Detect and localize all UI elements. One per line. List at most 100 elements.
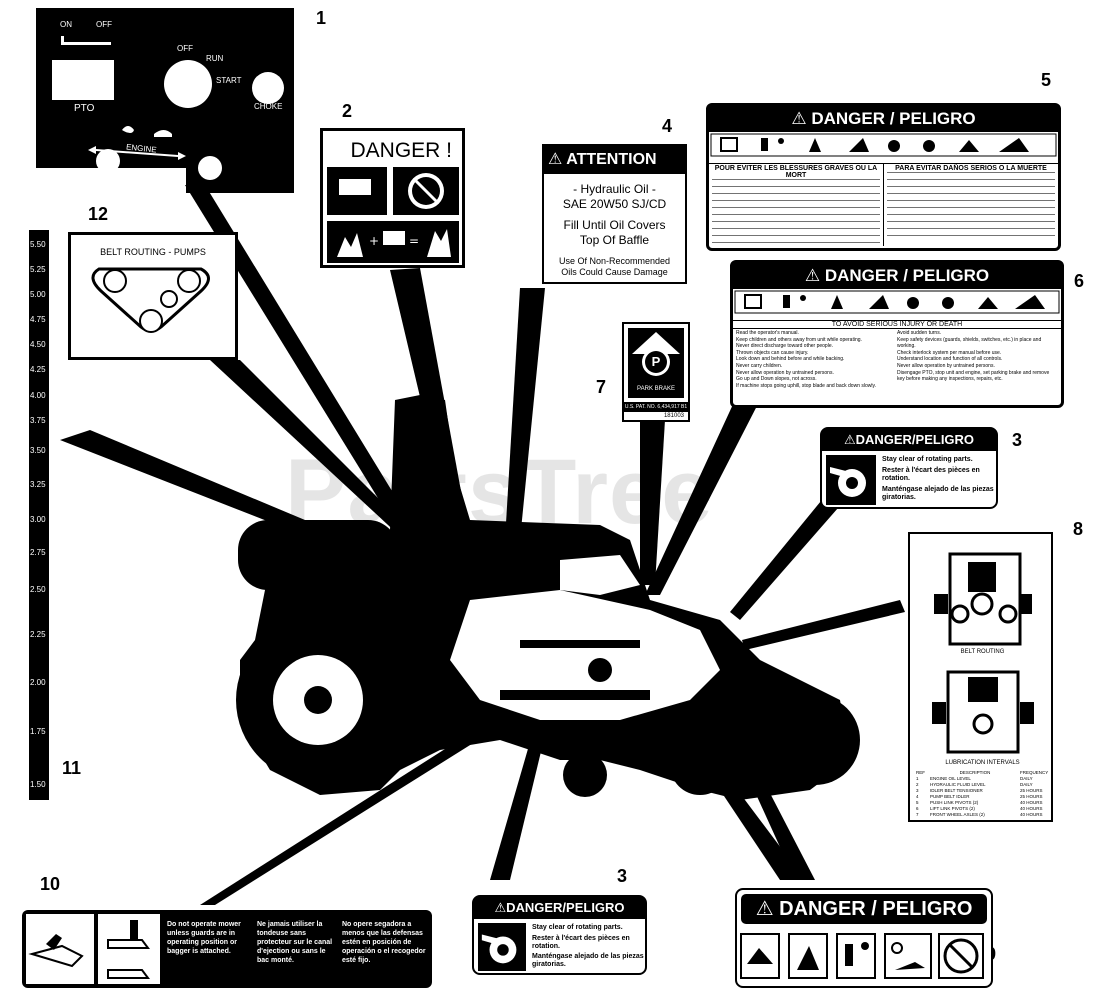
- park-brake-patent: U.S. PAT. NO. 6,434,917 B1: [624, 402, 688, 412]
- cell-desc: PUSH LINK PIVOTS (2): [930, 800, 979, 805]
- warning-triangle-icon: ⚠: [755, 898, 774, 920]
- ruler-mark: 3.50: [30, 446, 46, 455]
- col-freq: FREQUENCY: [1020, 770, 1049, 775]
- decal-danger-pictograms: ⚠ DANGER / PELIGRO: [735, 888, 993, 988]
- ruler-mark: 5.25: [30, 265, 46, 274]
- decal3-fr: Rester à l'écart des pièces en rotation.: [532, 935, 630, 950]
- callout-5: 5: [1041, 70, 1052, 90]
- decal4-line4: Top Of Baffle: [579, 233, 650, 247]
- belt-routing-diagram: [934, 552, 1032, 646]
- ruler-mark: 5.00: [30, 290, 46, 299]
- ruler-mark: 4.75: [30, 315, 46, 324]
- callout-8: 8: [1073, 519, 1084, 539]
- callout-11: 11: [62, 758, 82, 778]
- decal5-subheading-es: PARA EVITAR DAÑOS SERIOS O LA MUERTE: [895, 165, 1047, 172]
- decal6-item: Avoid sudden turns.: [897, 330, 942, 336]
- decal10-pictogram-1: [26, 914, 94, 984]
- cell-freq: 25 HOURS: [1020, 788, 1043, 793]
- decal-control-panel: ON OFF OFF RUN START CHOKE PTO ENGINE: [36, 8, 294, 193]
- callout-3-lower: 3: [617, 866, 628, 886]
- warning-triangle-icon: ⚠: [494, 900, 507, 915]
- decal6-item: Never direct discharge toward other peop…: [736, 343, 833, 350]
- decal-attention-hydraulic-oil: ⚠ ATTENTION - Hydraulic Oil - SAE 20W50 …: [542, 144, 687, 284]
- cell-freq: 40 HOURS: [1020, 800, 1043, 805]
- decal10-pictogram-2: [98, 914, 160, 984]
- decal10-text-en: Do not operate mower unless guards are i…: [167, 921, 241, 955]
- decal5-heading: DANGER / PELIGRO: [811, 109, 976, 128]
- rotating-parts-hazard-icon: [826, 455, 876, 505]
- decal6-item: Check interlock system per manual before…: [897, 349, 1002, 356]
- decal2-heading: DANGER !: [350, 139, 452, 162]
- decal9-heading: DANGER / PELIGRO: [779, 898, 973, 920]
- warning-triangle-icon: ⚠: [548, 151, 563, 168]
- cell-ref: 7: [916, 812, 919, 817]
- col-desc: DESCRIPTION: [959, 770, 991, 775]
- decal4-line2: SAE 20W50 SJ/CD: [562, 197, 667, 211]
- cell-ref: 4: [916, 794, 919, 799]
- decal6-pictograms: [734, 290, 1060, 314]
- decal6-item: Thrown objects can cause injury.: [736, 349, 809, 356]
- decal5-subheading-fr: POUR EVITER LES BLESSURES GRAVES OU LA M…: [714, 165, 878, 179]
- decal6-item: Never allow operation by untrained perso…: [736, 369, 834, 376]
- callout-3-upper: 3: [1012, 430, 1023, 450]
- callout-7: 7: [596, 377, 607, 397]
- decal6-right-list: Avoid sudden turns. Keep safety devices …: [897, 330, 1058, 389]
- park-brake-label: PARK BRAKE: [637, 386, 675, 392]
- decal9-pictograms: [740, 933, 984, 979]
- decal3-heading: DANGER/PELIGRO: [855, 432, 975, 447]
- cell-desc: LIFT LINK PIVOTS (2): [930, 806, 975, 811]
- decal6-item: If machine stops going uphill, stop blad…: [736, 382, 876, 389]
- decal6-left-list: Read the operator's manual. Keep childre…: [736, 330, 897, 389]
- ruler-mark: 4.00: [30, 391, 46, 400]
- key-run-label: RUN: [206, 54, 224, 63]
- park-brake-panel: P PARK BRAKE: [628, 328, 684, 398]
- decal6-item: Keep children and others away from unit …: [736, 336, 862, 343]
- decal4-heading: ATTENTION: [566, 151, 657, 168]
- decal4-line3: Fill Until Oil Covers: [563, 218, 666, 232]
- decal3-es: Manténgase alejado de las piezas girator…: [882, 486, 994, 501]
- ruler-mark: 2.00: [30, 678, 46, 687]
- mower-deck-hand-icon: [28, 934, 84, 968]
- cell-desc: FRONT WHEEL AXLES (2): [930, 812, 985, 817]
- ruler-mark: 3.25: [30, 480, 46, 489]
- callout-2: 2: [342, 101, 353, 121]
- cell-ref: 1: [916, 776, 919, 781]
- lubrication-table: REF DESCRIPTION FREQUENCY 1 ENGINE OIL LEVE…: [916, 770, 1050, 818]
- belt-routing-pumps-diagram: [91, 267, 210, 333]
- decal6-heading: DANGER / PELIGRO: [824, 266, 990, 285]
- cell-desc: ENGINE OIL LEVEL: [930, 776, 971, 781]
- park-brake-part-number: 181003: [663, 413, 684, 419]
- decal6-item: Never allow operation by untrained perso…: [897, 362, 995, 369]
- callout-6: 6: [1074, 271, 1085, 291]
- warning-triangle-icon: ⚠: [791, 109, 807, 128]
- cell-freq: 25 HOURS: [1020, 794, 1043, 799]
- cell-desc: IDLER BELT TENSIONER: [930, 788, 983, 793]
- switch-on-label: ON: [60, 20, 72, 29]
- table-row: 3 IDLER BELT TENSIONER 25 HOURS: [916, 788, 1050, 794]
- control-panel-shape: [36, 8, 294, 193]
- decal6-item: Understand location and function of all …: [897, 356, 1003, 363]
- cell-freq: DAILY: [1020, 782, 1033, 787]
- decal3-es: Manténgase alejado de las piezas girator…: [532, 953, 644, 968]
- decal-park-brake: P PARK BRAKE U.S. PAT. NO. 6,434,917 B1 …: [622, 322, 690, 422]
- switch-off-label: OFF: [96, 20, 112, 29]
- decal6-item: Look down and behind before and while ba…: [736, 356, 845, 363]
- decal10-text-fr: Ne jamais utiliser la tondeuse sans prot…: [257, 921, 333, 964]
- cell-ref: 3: [916, 788, 919, 793]
- decal-belt-routing-pumps: BELT ROUTING - PUMPS: [68, 232, 238, 360]
- col-ref: REF: [916, 770, 925, 775]
- decal5-fr-text-block: [712, 179, 880, 245]
- ruler-mark: 1.50: [30, 780, 46, 789]
- decal6-item: Disengage PTO, stop unit and engine, set…: [897, 369, 1050, 383]
- decal6-item: Go up and Down slopes, not across.: [736, 376, 817, 383]
- decal12-title: BELT ROUTING - PUMPS: [100, 247, 206, 257]
- decal5-es-text-block: [887, 172, 1055, 238]
- decal6-item: Never carry children.: [736, 362, 783, 369]
- key-start-label: START: [216, 76, 242, 85]
